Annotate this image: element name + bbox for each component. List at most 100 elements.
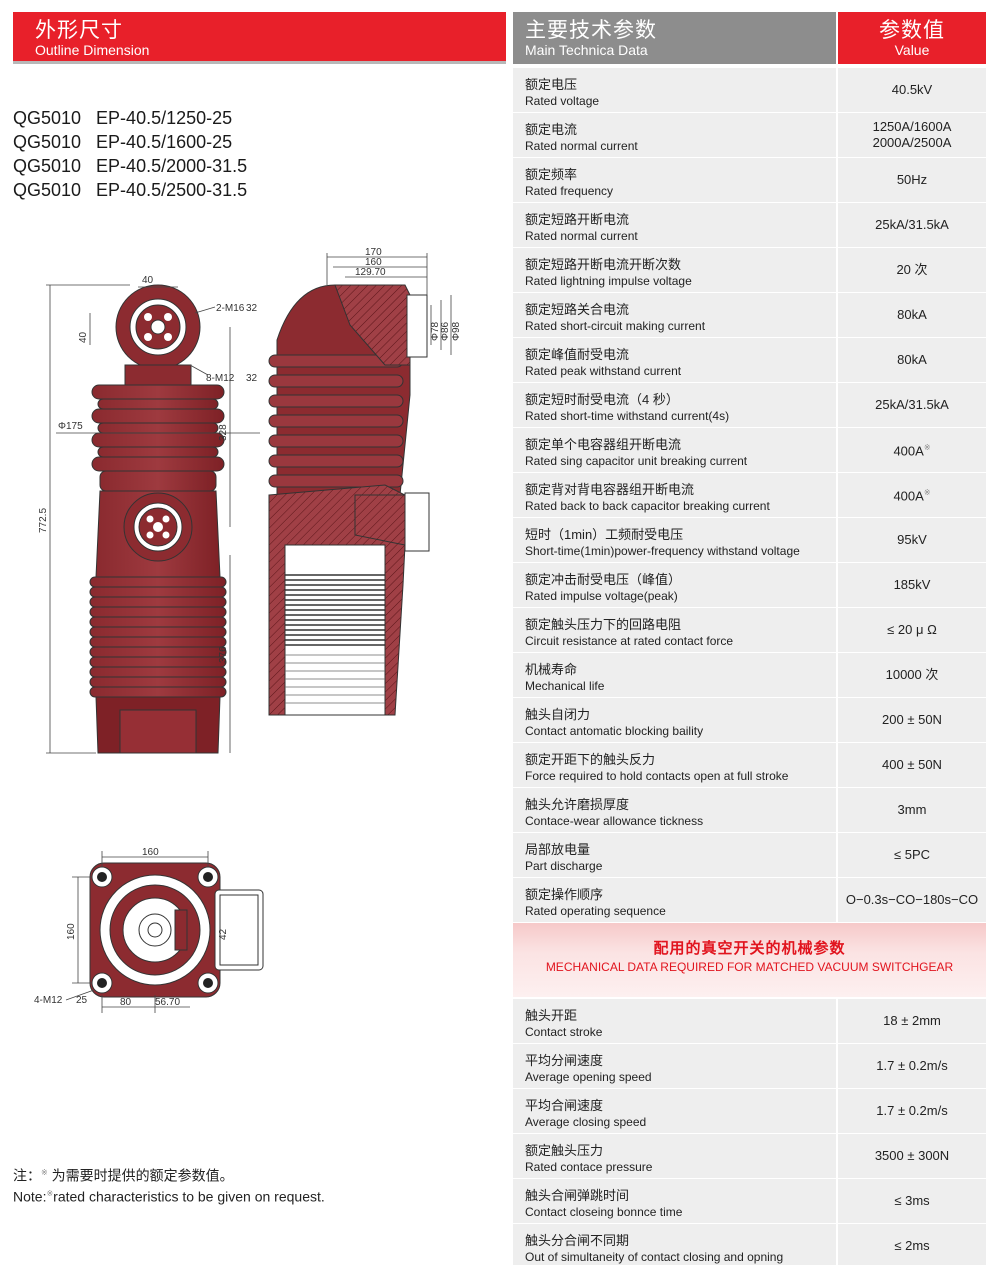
parameter-cell: 额定短路开断电流开断次数 Rated lightning impulse volt… [513, 248, 836, 292]
value-line: 80kA [897, 352, 927, 368]
parameter-name-en: Out of simultaneity of contact closing a… [525, 1250, 784, 1264]
mechanical-data-title-en: MECHANICAL DATA REQUIRED FOR MATCHED VAC… [545, 960, 954, 974]
value-line: 25kA/31.5kA [875, 397, 949, 413]
parameter-name-en: Rated sing capacitor unit breaking curre… [525, 454, 748, 468]
value-cell: 10000 次 [838, 653, 986, 697]
technical-data-header: 主要技术参数 Main Technica Data [513, 12, 836, 64]
dim-160-side: 160 [365, 257, 382, 268]
parameter-name-en: Rated frequency [525, 184, 614, 198]
dim-phi98: Φ98 [451, 321, 462, 341]
value-line: ≤ 5PC [894, 847, 930, 863]
value-text: 1250A/1600A [872, 119, 952, 134]
parameter-name-zh: 额定触头压力 [525, 1143, 604, 1158]
dim-328: 328 [218, 424, 229, 441]
parameter-name-en: Mechanical life [525, 679, 605, 693]
parameter-name-en: Average opening speed [525, 1070, 652, 1084]
value-line: 3mm [898, 802, 927, 818]
value-cell: 1.7 ± 0.2m/s [838, 1089, 986, 1133]
parameter-name-en: Contact stroke [525, 1025, 603, 1039]
value-cell: 400 ± 50N [838, 743, 986, 787]
parameter-cell: 额定短时耐受电流（4 秒）Rated short-time withstand … [513, 383, 836, 427]
parameter-cell: 额定冲击耐受电压（峰值）Rated impulse voltage(peak) [513, 563, 836, 607]
parameter-name-en: Rated lightning impulse voltage [525, 274, 692, 288]
value-line: 3500 ± 300N [875, 1148, 949, 1164]
value-line: 40.5kV [892, 82, 932, 98]
label-m16-depth: 32 [246, 303, 258, 314]
footnote-en-text: rated characteristics to be given on req… [53, 1188, 325, 1205]
value-cell: ≤ 5PC [838, 833, 986, 877]
table-row: 额定冲击耐受电压（峰值）Rated impulse voltage(peak) 1… [513, 563, 986, 608]
value-line: 1.7 ± 0.2m/s [876, 1103, 947, 1119]
parameter-name-en: Contace-wear allowance tickness [525, 814, 704, 828]
value-line: 25kA/31.5kA [875, 217, 949, 233]
value-line: 400 ± 50N [882, 757, 942, 773]
model-list: QG5010 EP-40.5/1250-25 QG5010 EP-40.5/16… [13, 106, 247, 202]
footnote-zh-prefix: 注： [13, 1167, 41, 1184]
parameter-name-en: Average closing speed [525, 1115, 647, 1129]
value-line: 20 次 [896, 262, 927, 278]
value-text: 400A [893, 488, 924, 504]
label-8-m12: 8-M12 [206, 373, 235, 384]
value-text: 2000A/2500A [872, 135, 952, 150]
parameter-name-zh: 额定电压 [525, 77, 578, 92]
value-text: 200 ± 50N [882, 712, 942, 727]
value-text: 80kA [897, 307, 927, 322]
model-item: QG5010 EP-40.5/2500-31.5 [13, 180, 248, 200]
value-line: 95kV [897, 532, 927, 548]
parameter-name-zh: 额定开距下的触头反力 [525, 752, 656, 767]
parameter-name-en: Rated back to back capacitor breaking cu… [525, 499, 770, 513]
value-line: 185kV [894, 577, 931, 593]
value-text: 40.5kV [891, 82, 933, 97]
dim-170: 170 [365, 247, 382, 258]
parameter-name-zh: 额定短路开断电流开断次数 [525, 257, 682, 272]
value-line: 400A※ [893, 440, 930, 459]
value-text: 1.7 ± 0.2m/s [876, 1058, 948, 1073]
parameter-name-zh: 额定冲击耐受电压（峰值） [525, 572, 682, 587]
bottom-view-drawing: 160 160 42 4-M12 25 80 56.70 [34, 847, 264, 1013]
dim-129-70: 129.70 [355, 267, 386, 278]
footnote-zh-text: 为需要时提供的额定参数值。 [47, 1167, 234, 1184]
value-cell: 50Hz [838, 158, 986, 202]
value-text: 20 次 [896, 262, 928, 277]
footnote-en-prefix: Note: [13, 1188, 47, 1205]
dim-phi175: Φ175 [58, 421, 83, 432]
value-cell: 200 ± 50N [838, 698, 986, 742]
side-view-drawing: 170 160 129.70 Φ78 Φ86 Φ98 [268, 247, 462, 716]
value-cell: 400A※ [838, 428, 986, 472]
parameter-name-zh: 额定短时耐受电流（4 秒） [525, 392, 679, 407]
mechanical-data-title-zh: 配用的真空开关的机械参数 [653, 940, 846, 957]
value-text: 185kV [893, 577, 931, 592]
parameter-name-zh: 局部放电量 [525, 842, 591, 857]
value-line: 400A※ [893, 485, 930, 504]
value-text: O−0.3s−CO−180s−CO [845, 892, 979, 907]
dim-772-5: 772.5 [38, 508, 49, 533]
value-header: 参数值 Value [838, 12, 986, 64]
label-m12-depth-25: 25 [76, 995, 88, 1006]
request-mark: ※ [923, 488, 931, 498]
value-title-zh: 参数值 [879, 19, 945, 42]
footnote-mark: ※ [41, 1168, 48, 1177]
mechanical-data-banner: 配用的真空开关的机械参数 MECHANICAL DATA REQUIRED FOR… [513, 923, 986, 999]
